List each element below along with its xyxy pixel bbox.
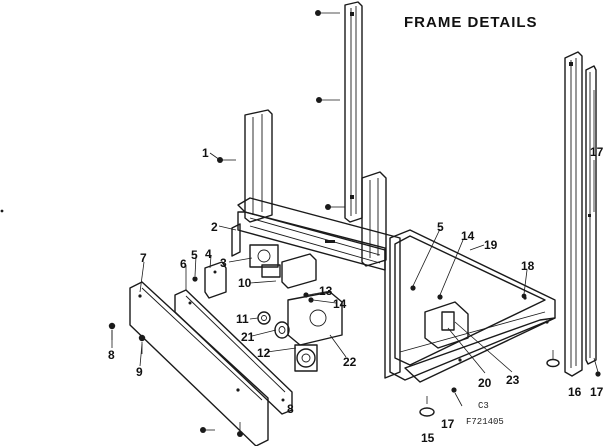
- screw-18: [521, 293, 527, 299]
- callout-8-panel: 8: [287, 402, 294, 416]
- valve-assembly-left: [249, 244, 281, 278]
- callout-8-left: 8: [108, 348, 115, 362]
- screw-top-post-2: [316, 97, 340, 103]
- callout-10: 10: [238, 276, 252, 290]
- callout-17-rail-bottom: 17: [590, 385, 604, 399]
- bracket-10: [281, 253, 317, 289]
- drawing-code-line1: C3: [478, 401, 489, 411]
- knob-11: [257, 311, 271, 325]
- nut-21: [274, 321, 290, 339]
- callout-4: 4: [205, 247, 212, 261]
- callout-23: 23: [506, 373, 520, 387]
- base-tray: [389, 229, 556, 383]
- callout-7: 7: [140, 251, 147, 265]
- screw-5-left: [192, 276, 198, 282]
- right-upright: [361, 171, 387, 267]
- callout-5-right: 5: [437, 220, 444, 234]
- callout-14-center: 14: [333, 297, 347, 311]
- callout-17-rail: 17: [590, 145, 604, 159]
- screw-5-right: [410, 285, 416, 291]
- screw-top-post-3: [325, 204, 345, 210]
- callout-14-right: 14: [461, 229, 475, 243]
- callout-22: 22: [343, 355, 357, 369]
- callout-11: 11: [236, 312, 249, 326]
- screw-top-post-1: [315, 10, 340, 16]
- screw-bottom-1: [200, 427, 215, 433]
- drawing-code-line2: F721405: [466, 417, 504, 427]
- callout-labels: 1 2 3 4 5 5 6 7 8 8 9 10 11 12 13 14 14 …: [108, 145, 604, 445]
- screw-14-right: [437, 294, 443, 300]
- vertical-post-center: [344, 1, 363, 223]
- callout-1: 1: [202, 146, 209, 160]
- screw-bottom-2: [237, 422, 243, 437]
- foot-15: [419, 396, 435, 417]
- lower-bracket: [174, 289, 293, 415]
- margin-tick: [0, 209, 4, 213]
- callout-15: 15: [421, 431, 435, 445]
- screw-17-bottom: [451, 387, 463, 407]
- callout-19: 19: [484, 238, 498, 252]
- foot-16: [546, 350, 560, 368]
- callout-20: 20: [478, 376, 492, 390]
- callout-12: 12: [257, 346, 271, 360]
- bracket-4: [204, 261, 227, 299]
- valve-assembly-right: [424, 301, 469, 349]
- callout-3: 3: [220, 256, 227, 270]
- callout-6: 6: [180, 257, 187, 271]
- screw-13: [303, 292, 309, 298]
- front-panel: [129, 281, 269, 446]
- callout-17-bottom: 17: [441, 417, 455, 431]
- diagram-title: FRAME DETAILS: [404, 14, 538, 31]
- callout-13: 13: [319, 284, 333, 298]
- screw-17-rail: [593, 357, 601, 377]
- callout-5-left: 5: [191, 248, 198, 262]
- screw-14-center: [308, 297, 314, 303]
- callout-2: 2: [211, 220, 218, 234]
- side-rail-right: [564, 51, 597, 377]
- leader-lines: [111, 90, 595, 374]
- main-frame: [231, 197, 401, 379]
- callout-21: 21: [241, 330, 255, 344]
- callout-9: 9: [136, 365, 143, 379]
- left-upright: [244, 109, 273, 223]
- callout-18: 18: [521, 259, 535, 273]
- callout-16: 16: [568, 385, 582, 399]
